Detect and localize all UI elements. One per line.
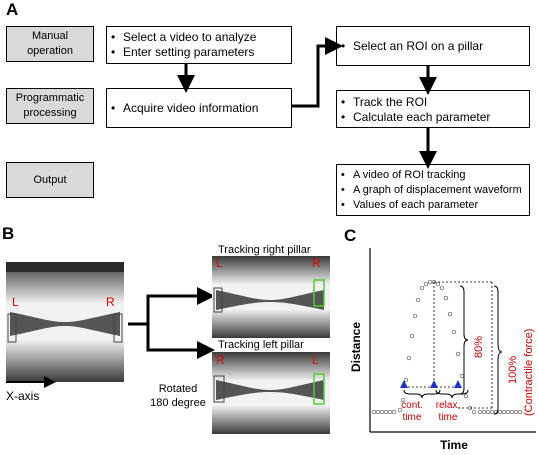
panel-b-label: B bbox=[2, 224, 15, 243]
waveform-point bbox=[409, 333, 415, 339]
pct-100-label: 100% bbox=[507, 356, 519, 384]
step-item: Select a video to analyze bbox=[107, 30, 291, 45]
waveform-point bbox=[509, 409, 515, 415]
orig-left-label: L bbox=[12, 295, 19, 309]
waveform-point bbox=[375, 409, 381, 415]
step-item: A graph of displacement waveform bbox=[337, 183, 529, 198]
step-item: Calculate each parameter bbox=[337, 110, 529, 125]
row-label-output-text: Output bbox=[33, 173, 67, 186]
row-label-programmatic-text: Programmatic processing bbox=[15, 92, 85, 119]
waveform-point bbox=[489, 409, 495, 415]
waveform-point bbox=[447, 311, 453, 317]
marker-end bbox=[454, 380, 462, 388]
relax-time-line1: relax. bbox=[436, 400, 460, 411]
waveform-point bbox=[477, 409, 483, 415]
pct-80-label: 80% bbox=[473, 336, 485, 358]
branch-arrow-right bbox=[128, 287, 215, 326]
waveform-point bbox=[505, 409, 511, 415]
right-img-left-label: L bbox=[216, 256, 223, 270]
waveform-point bbox=[371, 409, 377, 415]
step-box-select-video: Select a video to analyze Enter setting … bbox=[106, 26, 292, 64]
step-item: Track the ROI bbox=[337, 95, 529, 110]
waveform-point bbox=[423, 281, 429, 287]
waveform-point bbox=[387, 409, 393, 415]
waveform-point bbox=[391, 409, 397, 415]
step-box-output: A video of ROI tracking A graph of displ… bbox=[336, 164, 530, 216]
brace-relax bbox=[435, 389, 469, 399]
cont-time-line1: cont. bbox=[401, 400, 423, 411]
arrow-box2-box3 bbox=[292, 37, 343, 108]
waveform-point bbox=[412, 313, 418, 319]
waveform-point bbox=[455, 351, 461, 357]
marker-start bbox=[400, 380, 408, 388]
waveform-point bbox=[397, 407, 403, 413]
cont-time-line2: time bbox=[403, 412, 422, 423]
left-img-left-label: L bbox=[312, 353, 319, 367]
waveform-point bbox=[513, 409, 519, 415]
right-img-right-label: R bbox=[312, 256, 321, 270]
step-item: Enter setting parameters bbox=[107, 45, 291, 60]
waveform-point bbox=[443, 295, 449, 301]
waveform-point bbox=[435, 281, 441, 287]
orig-right-label: R bbox=[106, 295, 115, 309]
waveform-point bbox=[497, 409, 503, 415]
waveform-point bbox=[379, 409, 385, 415]
rotated-label-line2: 180 degree bbox=[150, 397, 206, 409]
marker-peak bbox=[430, 380, 438, 388]
x-axis-label: Time bbox=[440, 438, 468, 452]
branch-arrow-left bbox=[146, 324, 215, 359]
panel-c-label: C bbox=[344, 226, 357, 245]
tracking-right-image bbox=[212, 256, 330, 338]
waveform-point bbox=[501, 409, 507, 415]
row-label-output: Output bbox=[6, 162, 94, 198]
step-item: Values of each parameter bbox=[337, 198, 529, 213]
waveform-point bbox=[471, 409, 477, 415]
row-label-manual: Manual operation bbox=[6, 26, 94, 62]
left-img-right-label: R bbox=[216, 353, 225, 367]
waveform-point bbox=[383, 409, 389, 415]
tracking-right-title: Tracking right pillar bbox=[218, 244, 311, 256]
original-tissue-image bbox=[6, 262, 124, 382]
contractile-label: (Contractile force) bbox=[523, 329, 535, 416]
x-axis-label: X-axis bbox=[6, 389, 39, 403]
brace-cont bbox=[403, 389, 441, 399]
waveform-point bbox=[400, 397, 406, 403]
waveform-point bbox=[419, 285, 425, 291]
step-item: Acquire video information bbox=[107, 101, 291, 116]
step-item: Select an ROI on a pillar bbox=[337, 39, 529, 54]
step-box-select-roi: Select an ROI on a pillar bbox=[336, 26, 530, 66]
panel-b-figure: L R X-axis Tracking right pillar L R Tra… bbox=[6, 244, 330, 434]
tracking-left-title: Tracking left pillar bbox=[218, 339, 304, 351]
waveform-point bbox=[463, 393, 469, 399]
relax-time-line2: time bbox=[439, 412, 458, 423]
step-box-track-roi: Track the ROI Calculate each parameter bbox=[336, 90, 530, 128]
row-label-programmatic: Programmatic processing bbox=[6, 88, 94, 124]
waveform-point bbox=[481, 409, 487, 415]
waveform-point bbox=[403, 377, 409, 383]
waveform-point bbox=[415, 297, 421, 303]
waveform-point bbox=[517, 409, 523, 415]
waveform-point bbox=[439, 285, 445, 291]
waveform-point bbox=[451, 329, 457, 335]
panel-a-arrows bbox=[177, 37, 437, 169]
brace-80 bbox=[459, 285, 469, 395]
y-axis-label: Distance bbox=[349, 322, 363, 372]
panel-c-figure: Distance Time 80% 100% (Contractile forc… bbox=[349, 248, 536, 452]
waveform-point bbox=[427, 279, 433, 285]
brace-100 bbox=[493, 285, 503, 415]
waveform-point bbox=[459, 373, 465, 379]
step-box-acquire-info: Acquire video information bbox=[106, 88, 292, 128]
panel-a-label: A bbox=[6, 0, 19, 19]
rotated-label-line1: Rotated bbox=[159, 383, 198, 395]
step-item: A video of ROI tracking bbox=[337, 168, 529, 183]
row-label-manual-text: Manual operation bbox=[27, 30, 73, 57]
waveform-point bbox=[406, 355, 412, 361]
tracking-left-image bbox=[212, 352, 330, 434]
waveform-point bbox=[485, 409, 491, 415]
